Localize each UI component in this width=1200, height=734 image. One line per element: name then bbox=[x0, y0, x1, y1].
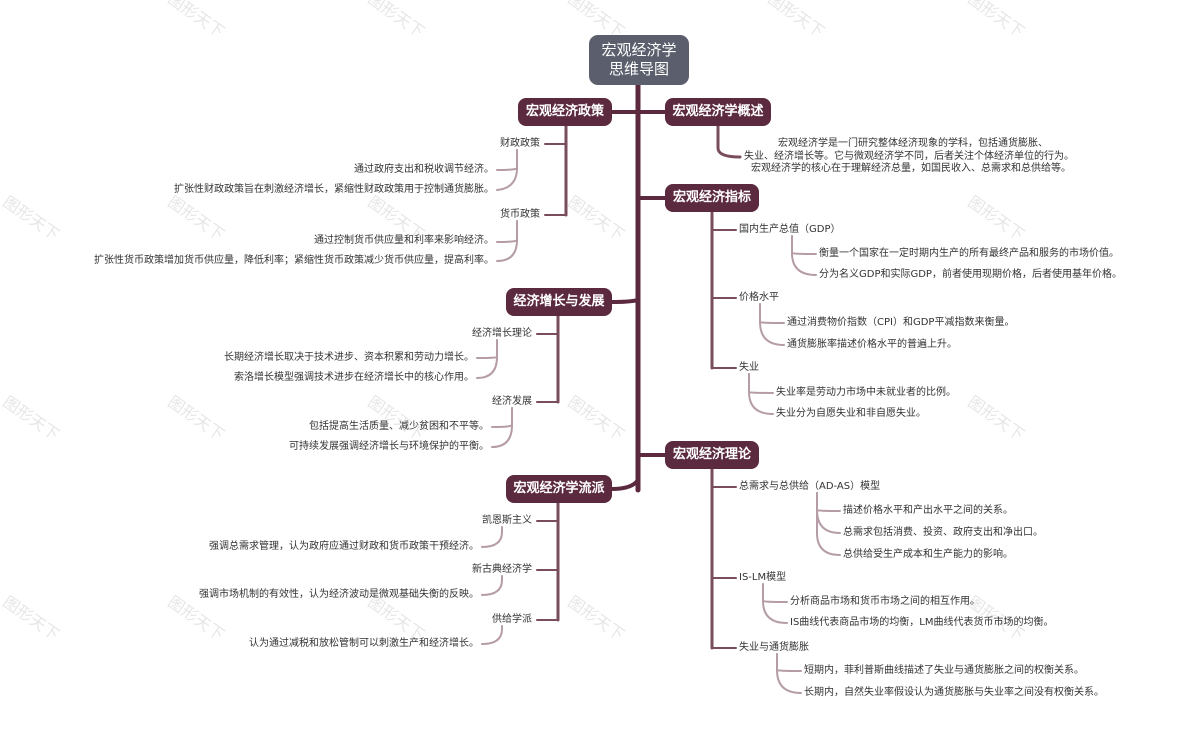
leaf-phillips-2: 长期内，自然失业率假设认为通货膨胀与失业率之间没有权衡关系。 bbox=[804, 687, 1104, 698]
leaf-monetary-1: 通过控制货币供应量和利率来影响经济。 bbox=[314, 235, 494, 246]
branch-indicators[interactable]: 宏观经济指标 bbox=[665, 184, 759, 212]
branch-schools[interactable]: 宏观经济学流派 bbox=[506, 475, 612, 503]
leaf-is-lm-1: 分析商品市场和货币市场之间的相互作用。 bbox=[790, 596, 980, 607]
node-supply-side[interactable]: 供给学派 bbox=[492, 614, 532, 625]
overview-text-line-3: 宏观经济学的核心在于理解经济总量，如国民收入、总需求和总供给等。 bbox=[751, 163, 1071, 174]
leaf-fiscal-1: 通过政府支出和税收调节经济。 bbox=[354, 164, 494, 175]
branch-macro-policy[interactable]: 宏观经济政策 bbox=[518, 98, 612, 126]
branch-theory[interactable]: 宏观经济理论 bbox=[665, 441, 759, 469]
node-unemployment-inflation[interactable]: 失业与通货膨胀 bbox=[739, 642, 809, 653]
node-neoclassical[interactable]: 新古典经济学 bbox=[472, 564, 532, 575]
overview-text-line-2: 失业、经济增长等。它与微观经济学不同，后者关注个体经济单位的行为。 bbox=[744, 151, 1074, 162]
leaf-neoclassical-1: 强调市场机制的有效性，认为经济波动是微观基础失衡的反映。 bbox=[199, 589, 479, 600]
leaf-price-1: 通过消费物价指数（CPI）和GDP平减指数来衡量。 bbox=[787, 317, 1015, 328]
node-economic-development[interactable]: 经济发展 bbox=[492, 396, 532, 407]
node-price-level[interactable]: 价格水平 bbox=[739, 292, 779, 303]
node-unemployment[interactable]: 失业 bbox=[739, 362, 759, 373]
leaf-growth-theory-2: 索洛增长模型强调技术进步在经济增长中的核心作用。 bbox=[234, 372, 474, 383]
leaf-is-lm-2: IS曲线代表商品市场的均衡，LM曲线代表货币市场的均衡。 bbox=[790, 617, 1054, 628]
leaf-development-2: 可持续发展强调经济增长与环境保护的平衡。 bbox=[289, 441, 489, 452]
leaf-phillips-1: 短期内，菲利普斯曲线描述了失业与通货膨胀之间的权衡关系。 bbox=[804, 665, 1084, 676]
node-growth-theory[interactable]: 经济增长理论 bbox=[472, 328, 532, 339]
leaf-ad-as-2: 总需求包括消费、投资、政府支出和净出口。 bbox=[843, 527, 1043, 538]
node-is-lm-model[interactable]: IS-LM模型 bbox=[739, 572, 787, 583]
leaf-gdp-1: 衡量一个国家在一定时期内生产的所有最终产品和服务的市场价值。 bbox=[819, 248, 1119, 259]
node-keynesian[interactable]: 凯恩斯主义 bbox=[482, 515, 532, 526]
branch-growth-development[interactable]: 经济增长与发展 bbox=[506, 288, 612, 316]
leaf-fiscal-2: 扩张性财政政策旨在刺激经济增长，紧缩性财政政策用于控制通货膨胀。 bbox=[174, 184, 494, 195]
leaf-gdp-2: 分为名义GDP和实际GDP，前者使用现期价格，后者使用基年价格。 bbox=[819, 269, 1122, 280]
leaf-keynesian-1: 强调总需求管理，认为政府应通过财政和货币政策干预经济。 bbox=[209, 541, 479, 552]
node-gdp[interactable]: 国内生产总值（GDP） bbox=[739, 224, 841, 235]
leaf-unemployment-1: 失业率是劳动力市场中未就业者的比例。 bbox=[776, 387, 956, 398]
root-title: 宏观经济学 bbox=[601, 41, 677, 59]
leaf-development-1: 包括提高生活质量、减少贫困和不平等。 bbox=[309, 421, 489, 432]
leaf-ad-as-3: 总供给受生产成本和生产能力的影响。 bbox=[843, 549, 1013, 560]
leaf-price-2: 通货膨胀率描述价格水平的普遍上升。 bbox=[787, 339, 957, 350]
root-node[interactable]: 宏观经济学 思维导图 bbox=[589, 35, 689, 85]
leaf-growth-theory-1: 长期经济增长取决于技术进步、资本积累和劳动力增长。 bbox=[224, 352, 474, 363]
node-fiscal-policy[interactable]: 财政政策 bbox=[500, 138, 540, 149]
leaf-unemployment-2: 失业分为自愿失业和非自愿失业。 bbox=[776, 408, 926, 419]
branch-overview[interactable]: 宏观经济学概述 bbox=[665, 98, 771, 126]
node-monetary-policy[interactable]: 货币政策 bbox=[500, 209, 540, 220]
leaf-ad-as-1: 描述价格水平和产出水平之间的关系。 bbox=[843, 505, 1013, 516]
overview-text-line-1: 宏观经济学是一门研究整体经济现象的学科，包括通货膨胀、 bbox=[778, 138, 1048, 149]
root-subtitle: 思维导图 bbox=[608, 60, 669, 78]
leaf-supply-side-1: 认为通过减税和放松管制可以刺激生产和经济增长。 bbox=[249, 638, 479, 649]
node-ad-as-model[interactable]: 总需求与总供给（AD-AS）模型 bbox=[739, 481, 881, 492]
leaf-monetary-2: 扩张性货币政策增加货币供应量，降低利率；紧缩性货币政策减少货币供应量，提高利率。 bbox=[94, 255, 494, 266]
